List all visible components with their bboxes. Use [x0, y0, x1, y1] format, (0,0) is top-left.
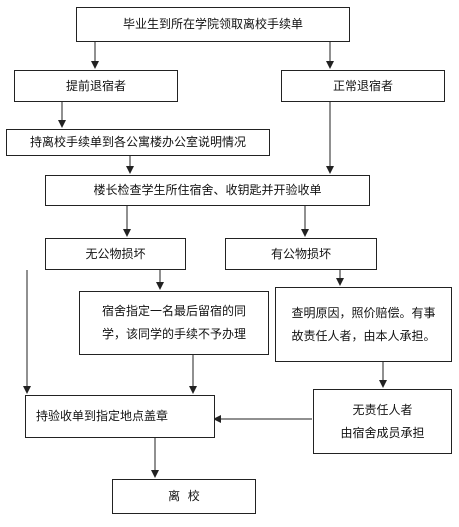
noresp-line-1: 无责任人者: [352, 402, 413, 417]
node-no-damage: 无公物损坏: [45, 238, 186, 270]
node-investigate: 查明原因，照价赔偿。有事 故责任人者，由本人承担。: [275, 287, 452, 362]
noresp-line-2: 由宿舍成员承担: [340, 425, 425, 440]
node-explain: 持离校手续单到各公寓楼办公室说明情况: [6, 129, 270, 156]
node-start: 毕业生到所在学院领取离校手续单: [76, 7, 350, 42]
node-no-responsible: 无责任人者 由宿舍成员承担: [313, 389, 452, 454]
node-early-checkout: 提前退宿者: [14, 70, 178, 102]
designate-line-1: 宿舍指定一名最后留宿的同: [101, 304, 246, 319]
node-has-damage: 有公物损坏: [225, 238, 377, 270]
investigate-line-1: 查明原因，照价赔偿。有事: [291, 305, 436, 320]
node-normal-checkout: 正常退宿者: [281, 70, 445, 102]
node-stamp: 持验收单到指定地点盖章: [25, 395, 215, 438]
node-inspect: 楼长检查学生所住宿舍、收钥匙并开验收单: [45, 175, 370, 206]
node-leave: 离 校: [112, 479, 256, 514]
designate-line-2: 学，该同学的手续不予办理: [101, 327, 246, 341]
investigate-line-2: 故责任人者，由本人承担。: [291, 328, 436, 343]
node-designate: 宿舍指定一名最后留宿的同 学，该同学的手续不予办理: [79, 291, 269, 355]
